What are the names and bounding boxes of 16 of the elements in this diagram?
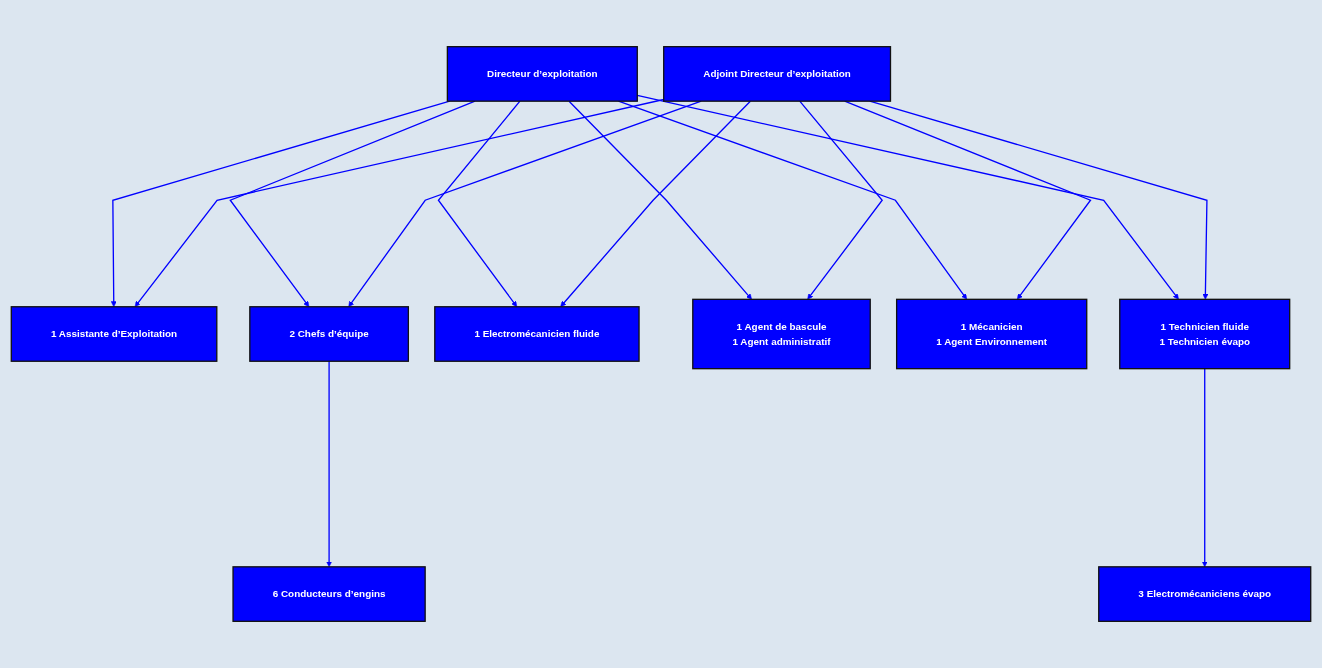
node-box: 1 Mécanicien 1 Agent Environnement [896, 298, 1088, 370]
node-box: 1 Technicien fluide 1 Technicien évapo [1119, 298, 1291, 370]
arrow [1201, 368, 1208, 568]
node-box: 2 Chefs d’équipe [249, 306, 410, 362]
arrow [326, 360, 332, 568]
node-box: 3 Electromécaniciens évapo [1098, 566, 1312, 622]
arrow [437, 100, 521, 307]
node-box: 1 Electromécanicien fluide [434, 306, 640, 362]
node-box: 6 Conducteurs d’engins [232, 566, 426, 622]
node-box: 1 Assistante d’Exploitation [10, 306, 218, 362]
arrow [134, 98, 665, 307]
arrow [844, 100, 1092, 300]
node-box: Directeur d’exploitation [446, 46, 638, 102]
node-box: 1 Agent de bascule 1 Agent administratif [692, 298, 871, 370]
arrow [799, 100, 884, 300]
node-box: Adjoint Directeur d’exploitation [663, 46, 892, 102]
